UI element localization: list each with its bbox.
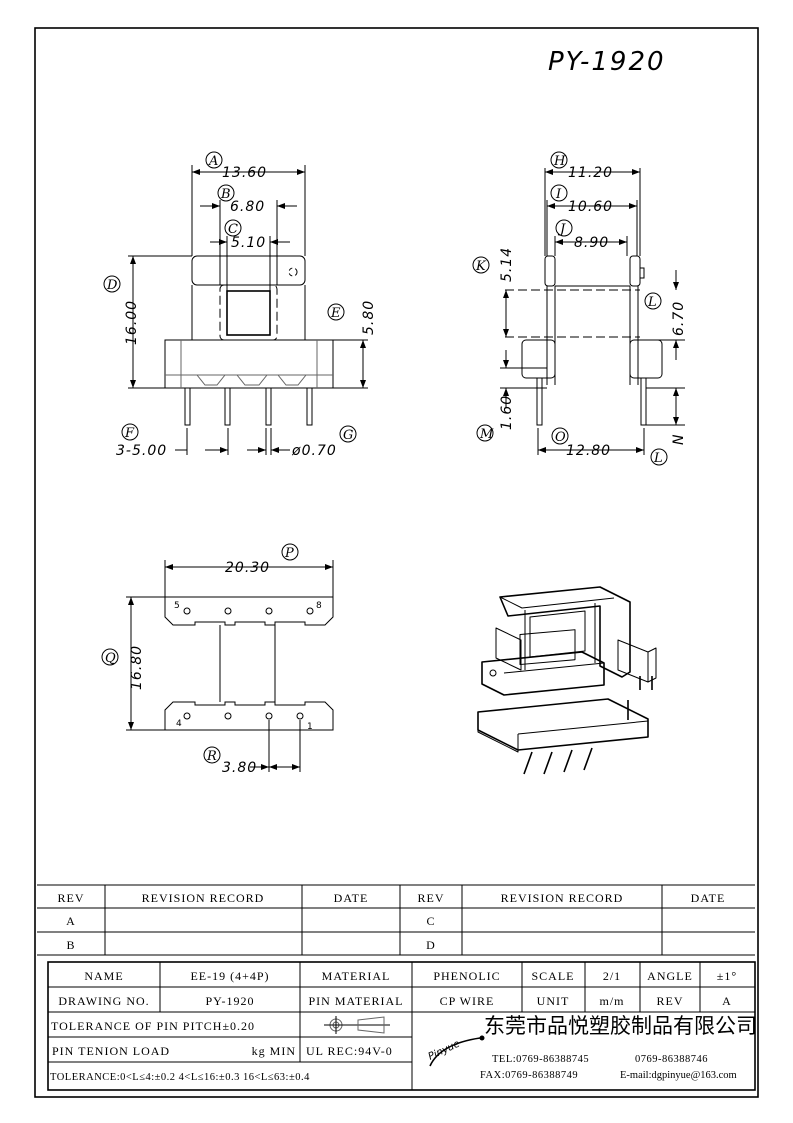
dim-b-value: 6.80: [230, 199, 265, 215]
rev-label: REV: [657, 994, 684, 1008]
dim-label-c: C: [228, 222, 238, 237]
dim-h-value: 11.20: [568, 165, 613, 181]
company-logo: Pinyue: [427, 1035, 485, 1067]
rev-cell: C: [426, 914, 435, 928]
dim-o-value: 12.80: [566, 443, 611, 459]
isometric-view: [477, 586, 657, 775]
dim-q-value: 16.80: [129, 645, 145, 690]
rev-cell: D: [426, 938, 436, 952]
dim-l-value: 6.70: [671, 301, 687, 336]
dim-label-a: A: [208, 154, 218, 169]
pin-number-5: 5: [174, 601, 180, 611]
dim-j-value: 8.90: [574, 235, 609, 251]
pin-tension-label: PIN TENION LOAD: [52, 1044, 170, 1058]
drawing-no-value: PY-1920: [205, 994, 254, 1008]
dim-label-o: O: [555, 430, 566, 445]
company-name: 东莞市品悦塑胶制品有限公司: [484, 1014, 757, 1038]
company-email: E-mail:dgpinyue@163.com: [620, 1070, 737, 1081]
dim-label-j: J: [557, 222, 566, 237]
front-view: A 13.60 B 6.80 C 5.10 D 16.00 E 5.80 F 3…: [103, 151, 377, 459]
dim-label-d: D: [106, 278, 118, 293]
date-header-1: DATE: [334, 891, 369, 905]
drawing-title: PY-1920: [548, 47, 666, 77]
company-tel: TEL:0769-86388745: [492, 1054, 589, 1065]
dim-label-n: L: [653, 451, 663, 466]
rev-header-1: REV: [58, 891, 85, 905]
dim-label-q: Q: [105, 651, 116, 666]
rev-cell: A: [66, 914, 76, 928]
dim-label-k: K: [475, 259, 487, 274]
pin-number-1: 1: [307, 722, 313, 732]
dim-label-p: P: [284, 546, 294, 561]
dim-label-f: F: [124, 426, 135, 441]
tolerance-line: TOLERANCE:0<L≤4:±0.2 4<L≤16:±0.3 16<L≤63…: [50, 1072, 310, 1083]
dim-label-h: H: [553, 154, 566, 169]
pin-material-value: CP WIRE: [440, 994, 495, 1008]
dim-label-r: R: [206, 749, 217, 764]
revision-record-header-1: REVISION RECORD: [142, 891, 265, 905]
company-logo-text: Pinyue: [427, 1039, 462, 1063]
dim-d-value: 16.00: [124, 300, 140, 345]
pin-pitch-tolerance: TOLERANCE OF PIN PITCH±0.20: [51, 1019, 255, 1033]
dim-e-value: 5.80: [361, 300, 377, 335]
name-label: NAME: [84, 969, 123, 983]
dim-label-e: E: [330, 306, 341, 321]
dim-label-g: G: [343, 428, 353, 443]
unit-label: UNIT: [537, 994, 570, 1008]
dim-c-value: 5.10: [231, 235, 266, 251]
material-value: PHENOLIC: [433, 969, 500, 983]
revision-record-header-2: REVISION RECORD: [501, 891, 624, 905]
name-value: EE-19 (4+4P): [190, 969, 269, 983]
angle-label: ANGLE: [647, 969, 693, 983]
dim-p-value: 20.30: [225, 560, 270, 576]
dim-label-b: B: [220, 187, 231, 202]
dim-label-i: I: [555, 187, 562, 202]
angle-value: ±1°: [717, 969, 737, 983]
dim-m-value: 1.60: [499, 395, 515, 430]
dim-f-value: 3-5.00: [116, 443, 167, 459]
dim-i-value: 10.60: [568, 199, 613, 215]
pin-material-label: PIN MATERIAL: [309, 994, 404, 1008]
sheet-border: [34, 27, 759, 1098]
scale-value: 2/1: [603, 969, 621, 983]
dim-r-value: 3.80: [222, 760, 257, 776]
ul-rec: UL REC:94V-0: [306, 1044, 393, 1058]
projection-symbol-icon: [324, 1016, 390, 1034]
dim-label-l: L: [647, 295, 657, 310]
rev-value: A: [722, 994, 732, 1008]
pin-tension-unit: kg MIN: [252, 1044, 296, 1058]
rev-header-2: REV: [418, 891, 445, 905]
scale-label: SCALE: [531, 969, 574, 983]
dim-a-value: 13.60: [222, 165, 267, 181]
dim-k-value: 5.14: [499, 247, 515, 282]
dim-label-m: M: [479, 427, 494, 442]
company-fax: FAX:0769-86388749: [480, 1070, 578, 1081]
dim-n-value: N: [671, 434, 687, 445]
date-header-2: DATE: [691, 891, 726, 905]
title-block: NAME EE-19 (4+4P) MATERIAL PHENOLIC SCAL…: [47, 961, 757, 1091]
dim-g-value: ø0.70: [291, 443, 337, 459]
company-tel-2: 0769-86388746: [635, 1054, 708, 1065]
drawing-no-label: DRAWING NO.: [58, 994, 149, 1008]
side-view: H 11.20 I 10.60 J 8.90 K 5.14 L 6.70 M 1…: [472, 151, 687, 466]
bottom-view: 5 8 4 1 P 20.30 Q 16.80 R 3.80: [101, 543, 334, 776]
pin-number-4: 4: [176, 719, 182, 729]
material-label: MATERIAL: [322, 969, 391, 983]
pin-number-8: 8: [316, 601, 322, 611]
unit-value: m/m: [599, 994, 624, 1008]
rev-cell: B: [66, 938, 75, 952]
revision-table: REV REVISION RECORD DATE REV REVISION RE…: [37, 884, 755, 956]
